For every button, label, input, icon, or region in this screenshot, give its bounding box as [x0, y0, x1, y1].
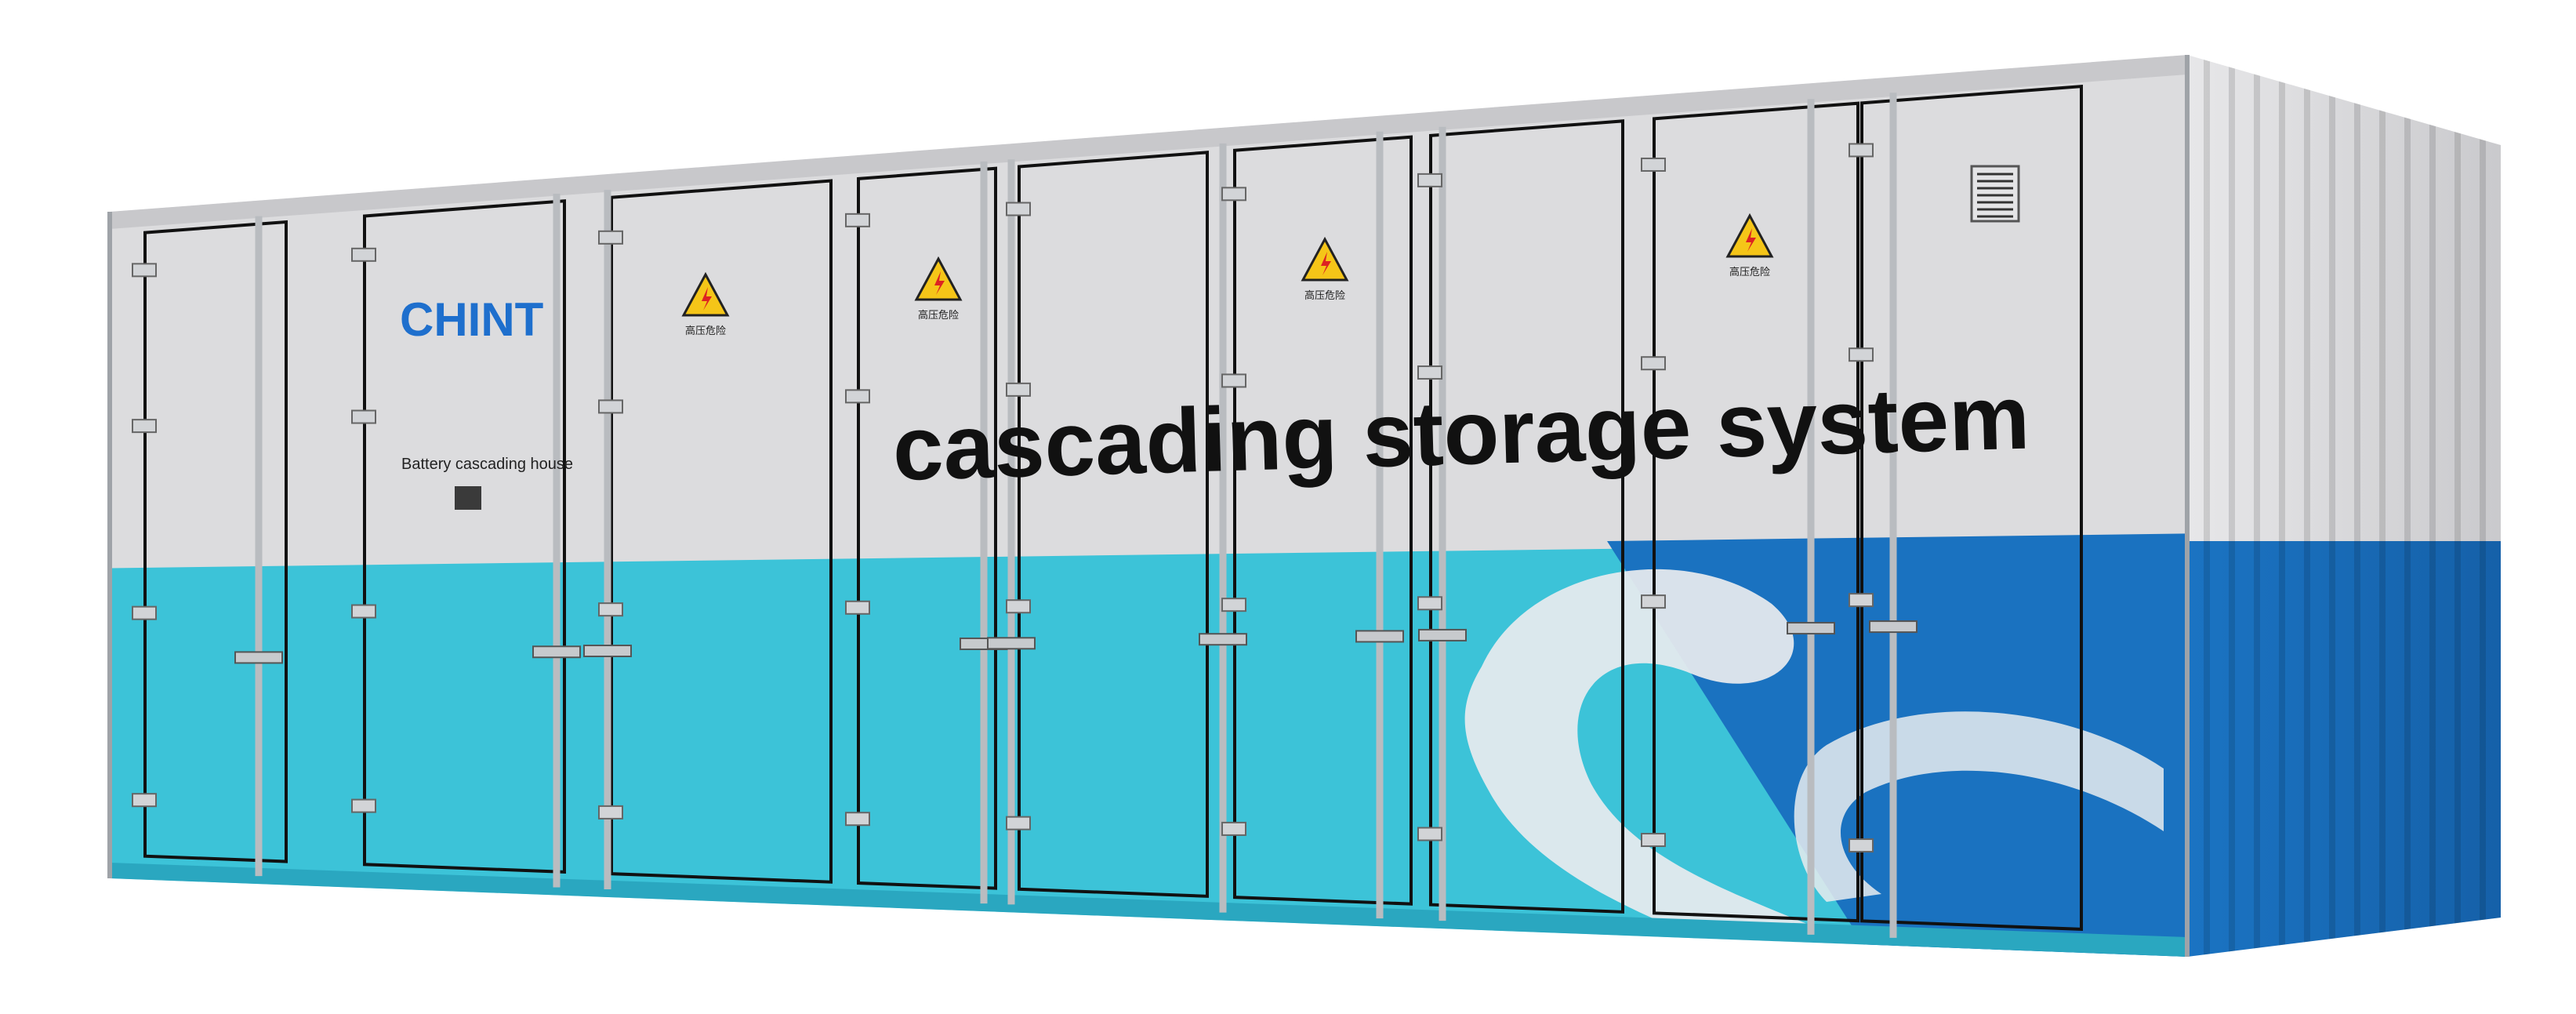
door-hinge — [132, 419, 157, 434]
door-hinge — [132, 793, 157, 808]
brand-logo: CHINT — [400, 293, 543, 346]
lightning-icon — [702, 287, 712, 311]
door-hinge — [351, 604, 376, 619]
door-hinge — [1849, 593, 1874, 608]
door-hinge — [132, 263, 157, 278]
lightning-icon — [1746, 228, 1756, 252]
door-hinge — [1641, 157, 1666, 172]
door-hinge — [1417, 827, 1442, 841]
side-corrugation — [2204, 55, 2486, 957]
door-hinge — [1417, 365, 1442, 380]
vent-grille — [1970, 165, 2020, 223]
door-hinge — [1221, 821, 1246, 836]
door-hinge — [1006, 816, 1031, 830]
door-hinge — [845, 600, 870, 615]
door-hinge — [1221, 373, 1246, 388]
door-hinge — [845, 812, 870, 827]
warning-sign: 高压危险 — [1725, 213, 1774, 278]
door-hinge — [1006, 202, 1031, 216]
door-latch — [1869, 620, 1917, 634]
door-hinge — [598, 805, 623, 820]
swoosh-decoration — [1464, 569, 1866, 957]
door-latch — [532, 645, 581, 659]
warning-sign: 高压危险 — [1301, 236, 1349, 302]
door-hardware — [132, 93, 1917, 938]
door-latch — [1418, 628, 1467, 641]
door-hinge — [1006, 382, 1031, 397]
door-panel — [143, 220, 288, 863]
door-hinge — [598, 399, 623, 414]
door-hinge — [1849, 143, 1874, 158]
warning-label: 高压危险 — [1304, 289, 1345, 302]
door-latch — [1355, 630, 1404, 643]
door-panel — [857, 166, 997, 890]
door-panel — [1653, 101, 1859, 923]
door-latch — [1199, 633, 1247, 646]
door-hinge — [1221, 187, 1246, 202]
door-latch — [583, 645, 632, 658]
warning-sign: 高压危险 — [914, 256, 963, 322]
panel-plate — [455, 486, 481, 510]
door-hinge — [845, 389, 870, 404]
warning-sign: 高压危险 — [681, 271, 730, 337]
door-hinge — [351, 798, 376, 813]
door-hinge — [1641, 356, 1666, 371]
warning-label: 高压危险 — [918, 309, 959, 322]
door-panel — [1233, 135, 1413, 906]
door-hinge — [1417, 596, 1442, 611]
swoosh-decoration-2 — [1794, 711, 2164, 902]
door-hinge — [1849, 347, 1874, 362]
door-hinge — [598, 230, 623, 245]
door-panel — [363, 199, 566, 874]
door-hinge — [351, 247, 376, 262]
door-hinge — [1417, 173, 1442, 187]
warning-label: 高压危险 — [1729, 266, 1770, 278]
door-hinge — [1641, 833, 1666, 848]
door-hinge — [1849, 838, 1874, 853]
door-hinge — [1641, 594, 1666, 609]
container-side-face — [2187, 55, 2501, 957]
door-panel — [1860, 85, 2083, 931]
door-panel — [1429, 119, 1624, 914]
door-latch — [1787, 622, 1835, 635]
panel-label: Battery cascading house — [401, 456, 573, 473]
door-latch — [987, 637, 1036, 650]
lightning-icon — [1321, 252, 1331, 275]
door-hinge — [845, 213, 870, 227]
lightning-icon — [934, 271, 945, 295]
door-latch — [234, 651, 283, 664]
door-hinge — [132, 605, 157, 620]
door-hinge — [1006, 599, 1031, 614]
door-hinge — [351, 409, 376, 424]
door-hinge — [598, 602, 623, 617]
warning-label: 高压危险 — [685, 325, 726, 337]
door-hinge — [1221, 598, 1246, 612]
